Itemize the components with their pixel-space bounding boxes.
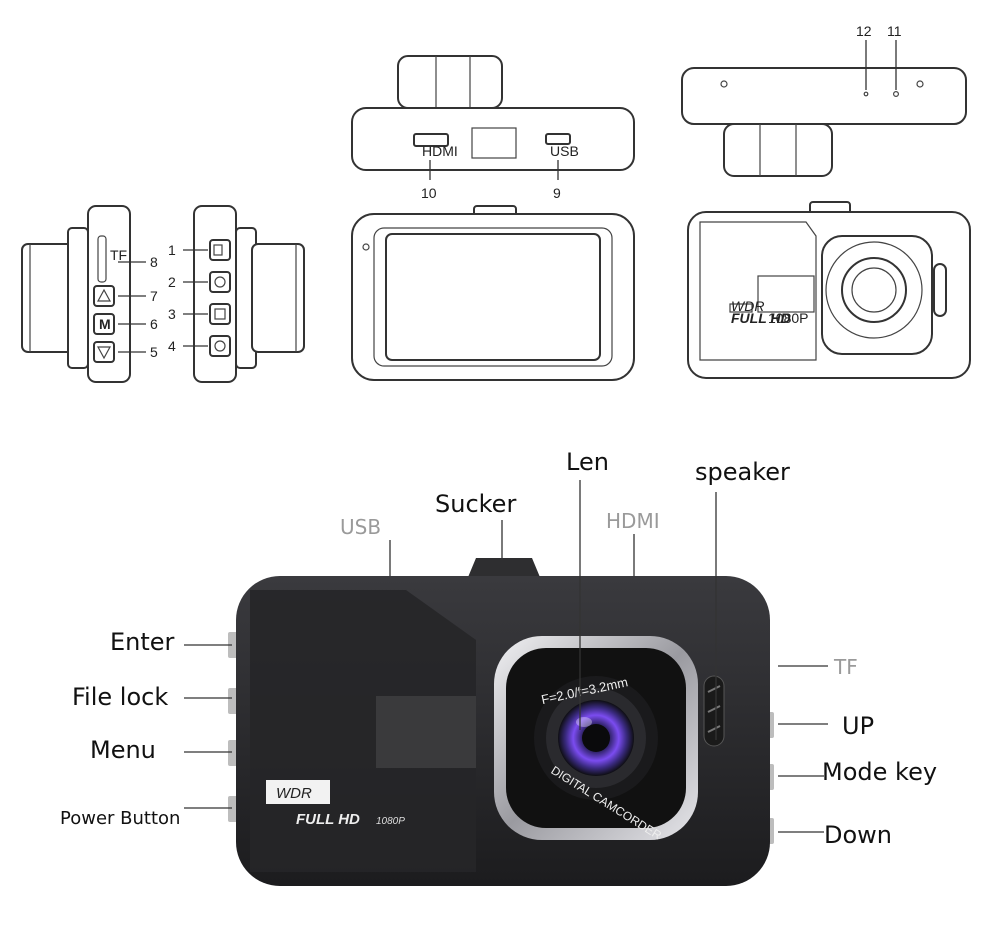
front-outline-view: WDR FULL HD 1080P <box>687 201 971 379</box>
wdr-badge <box>266 780 330 804</box>
mode-key-letter: M <box>99 316 111 332</box>
callout-8: 8 <box>150 254 158 270</box>
speaker-grille <box>703 675 725 747</box>
front-device-render: WDR FULL HD 1080P F=2.0/f=3.2mm DIGITAL … <box>228 558 774 886</box>
callout-5: 5 <box>150 344 158 360</box>
left-side-view: TF M 8 7 6 5 <box>21 205 158 383</box>
side-tf-print: TF <box>110 247 127 263</box>
outline-wdr-print: WDR <box>731 298 764 314</box>
callout-3: 3 <box>168 306 176 322</box>
label-mode-key: Mode key <box>822 758 937 786</box>
wdr-text: WDR <box>276 785 312 802</box>
rear-screen-view <box>351 205 635 381</box>
resolution-text: 1080P <box>376 816 405 827</box>
outline-1080p-print: 1080P <box>768 310 808 326</box>
callout-lines <box>184 480 828 833</box>
label-speaker: speaker <box>695 458 790 486</box>
callout-7: 7 <box>150 288 158 304</box>
callout-11: 11 <box>887 23 902 39</box>
callout-9: 9 <box>553 185 561 201</box>
callout-2: 2 <box>168 274 176 290</box>
label-usb: USB <box>340 515 381 539</box>
label-menu: Menu <box>90 736 156 764</box>
label-up: UP <box>842 712 874 740</box>
menu-key-drawing <box>209 303 231 325</box>
full-hd-text: FULL HD <box>296 811 360 828</box>
callout-labels: Len speaker Sucker USB HDMI Enter File l… <box>60 448 937 849</box>
top-view: HDMI USB 10 9 <box>351 55 635 201</box>
hdmi-port-print: HDMI <box>422 143 458 159</box>
callout-4: 4 <box>168 338 176 354</box>
label-enter: Enter <box>110 628 175 656</box>
power-key-drawing <box>209 335 231 357</box>
usb-port-print: USB <box>550 143 579 159</box>
label-sucker: Sucker <box>435 490 516 518</box>
hdmi-port-drawing <box>413 133 449 147</box>
outline-fullhd-print: FULL HD <box>731 310 791 326</box>
callout-10: 10 <box>421 185 437 201</box>
enter-key-drawing <box>209 239 231 261</box>
label-power-button: Power Button <box>60 808 180 829</box>
bottom-view: 12 11 <box>681 23 967 177</box>
usb-port-drawing <box>545 133 571 145</box>
label-file-lock: File lock <box>72 683 168 711</box>
label-hdmi: HDMI <box>606 509 660 533</box>
callout-6: 6 <box>150 316 158 332</box>
file-lock-key-drawing <box>209 271 231 293</box>
label-down: Down <box>824 821 892 849</box>
right-side-view: 1 2 3 4 <box>168 205 305 383</box>
mode-key-drawing <box>93 313 115 335</box>
callout-1: 1 <box>168 242 176 258</box>
label-len: Len <box>566 448 609 476</box>
label-tf: TF <box>833 655 858 679</box>
callout-12: 12 <box>856 23 872 39</box>
tf-slot <box>97 235 107 283</box>
